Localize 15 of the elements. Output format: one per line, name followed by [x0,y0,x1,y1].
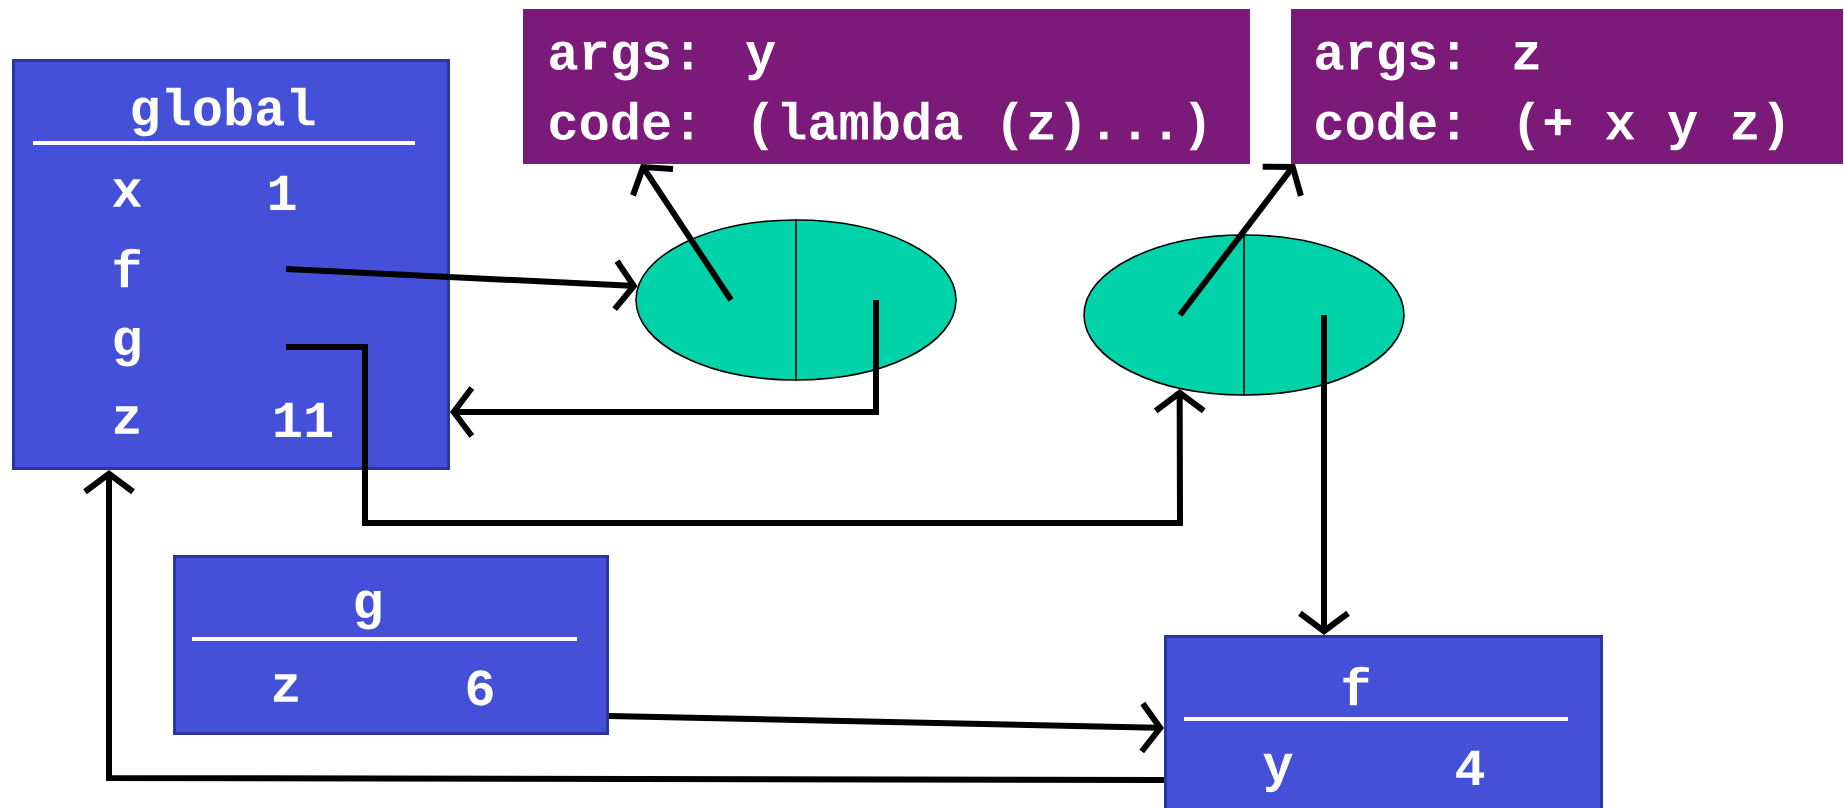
arrow [286,344,1206,526]
arrow [630,164,734,302]
environment-frame: g z 6 [173,555,609,735]
procedure-ellipse [635,218,957,382]
environment-frame: f y 4 [1164,635,1603,808]
arrow [1298,315,1350,635]
arrow [450,300,879,438]
arrow [83,470,1164,783]
arrow [608,701,1164,754]
arrow [285,259,638,311]
procedure-box: args: y code: (lambda (z)...) [523,9,1250,164]
environment-frame: global x 1 f g z 11 [12,59,450,470]
procedure-box: args: z code: (+ x y z) [1291,9,1843,164]
procedure-ellipse [1083,233,1405,397]
arrow [1177,163,1304,317]
